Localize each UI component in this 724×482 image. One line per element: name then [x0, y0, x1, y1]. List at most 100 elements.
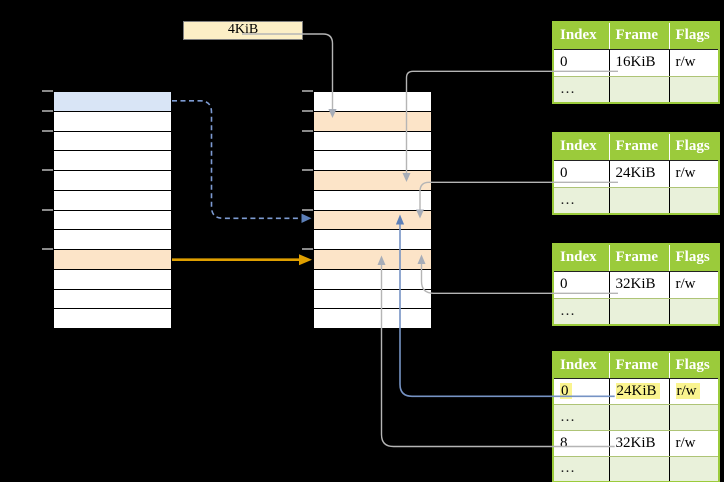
page-row-orange [314, 210, 431, 231]
table-cell [669, 187, 719, 214]
ruler-tick [302, 129, 313, 132]
table-header-cell: Frame [609, 352, 670, 379]
page-row-white [54, 309, 171, 328]
table-header-cell: Index [553, 244, 610, 272]
ruler-tick [42, 208, 53, 211]
table-cell: 32KiB [609, 271, 670, 299]
table-cell [609, 187, 670, 214]
ruler-tick [42, 90, 53, 92]
page-row-blue [54, 92, 171, 112]
table-header-cell: Flags [669, 133, 719, 161]
page-row-white [54, 171, 171, 191]
ruler-tick [42, 248, 53, 251]
table-cell: … [553, 76, 610, 103]
table-header-cell: Index [553, 352, 610, 379]
page-size-label-text: 4KiB [227, 22, 259, 37]
table-header-cell: Frame [609, 133, 670, 161]
table-cell: … [553, 187, 610, 214]
page-size-label: 4KiB [183, 21, 303, 40]
table-cell: … [553, 404, 610, 431]
table-cell: 32KiB [609, 430, 670, 457]
page-row-orange [314, 250, 431, 270]
page-row-white [314, 230, 431, 250]
page-row-white [54, 210, 171, 231]
table-row: … [553, 76, 719, 103]
table-cell [669, 76, 719, 103]
ruler-tick [42, 129, 53, 132]
ruler-tick [302, 169, 313, 172]
table-row: 0 24KiB r/w [553, 378, 719, 405]
table-cell: 0 [553, 378, 610, 405]
ruler-tick [42, 169, 53, 172]
connector-dashed-blue-line [172, 100, 301, 220]
table-cell [609, 404, 670, 431]
table-cell [609, 76, 670, 103]
highlighted-cell-text: 0 [560, 382, 572, 399]
middle-page-column [313, 91, 432, 329]
page-row-white [54, 190, 171, 211]
highlighted-cell-text: r/w [675, 382, 700, 399]
page-row-orange [314, 171, 431, 191]
left-page-column [53, 91, 172, 329]
table-cell: 16KiB [609, 49, 670, 77]
page-row-white [54, 230, 171, 250]
table-header-cell: Flags [669, 352, 719, 379]
ruler-tick [302, 248, 313, 251]
page-row-white [314, 151, 431, 171]
table-row: … [553, 404, 719, 431]
table-cell: r/w [669, 49, 719, 77]
table-header-cell: Index [553, 22, 610, 50]
page-row-white [314, 269, 431, 290]
page-row-white [314, 131, 431, 152]
table-cell: r/w [669, 160, 719, 188]
table-header-cell: Flags [669, 22, 719, 50]
arrowhead-dashed-blue-icon [301, 213, 312, 223]
page-row-white [314, 289, 431, 310]
table-cell [609, 456, 670, 482]
page-row-white [54, 111, 171, 132]
table-cell: r/w [669, 430, 719, 457]
page-row-white [54, 289, 171, 310]
table-row: … [553, 456, 719, 482]
ruler-tick [302, 208, 313, 211]
ruler-tick [42, 109, 53, 112]
table-cell: 24KiB [609, 378, 670, 405]
table-cell: … [553, 298, 610, 325]
table-cell: r/w [669, 378, 719, 405]
table-header-cell: Frame [609, 22, 670, 50]
ruler-tick [302, 109, 313, 112]
table-header-cell: Flags [669, 244, 719, 272]
table-cell: … [553, 456, 610, 482]
arrowhead-orange-icon [299, 254, 312, 266]
ruler-tick [302, 90, 313, 92]
page-row-white [54, 151, 171, 171]
table-cell [669, 456, 719, 482]
table-cell [609, 298, 670, 325]
table-row: … [553, 298, 719, 325]
table-cell: r/w [669, 271, 719, 299]
table-cell: 0 [553, 160, 610, 188]
page-row-white [314, 190, 431, 211]
table-row: … [553, 187, 719, 214]
page-row-orange [54, 250, 171, 270]
table-cell [669, 298, 719, 325]
table-cell: 24KiB [609, 160, 670, 188]
page-row-orange [314, 111, 431, 132]
table-cell [669, 404, 719, 431]
table-cell: 0 [553, 271, 610, 299]
table-cell: 8 [553, 430, 610, 457]
highlighted-cell-text: 24KiB [615, 382, 660, 399]
